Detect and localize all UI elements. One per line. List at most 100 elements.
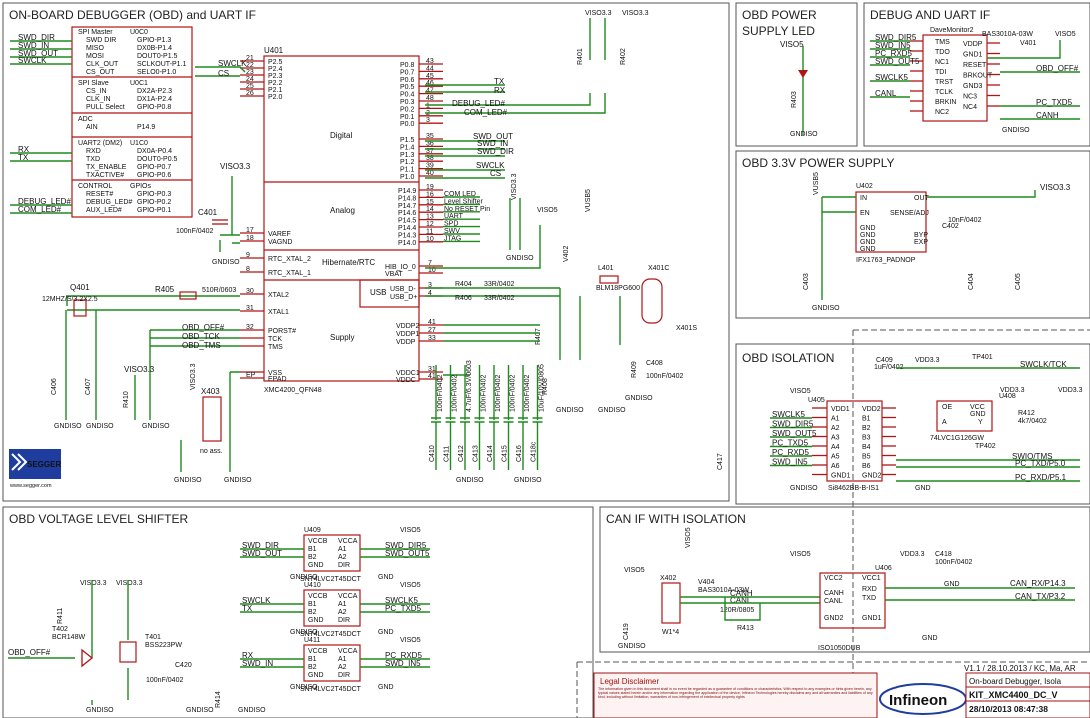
u401-right-pin-number: 3 xyxy=(426,117,430,124)
net-cs: CS xyxy=(218,69,229,78)
u401-right-pin-number: 10 xyxy=(426,236,434,243)
u401-right-pin-name: P14.0 xyxy=(398,240,416,247)
dm2-pin-name: GND1 xyxy=(963,52,983,59)
lvc-pin-name: VCCA xyxy=(338,648,358,655)
frame-debug-uart xyxy=(863,2,1090,147)
supply-cap-wire xyxy=(503,365,514,470)
dm2-pin-name: RESET xyxy=(963,62,987,69)
u405-net-label: PC_TXD5 xyxy=(772,439,809,448)
u401-right-pin-number: 46 xyxy=(426,80,434,87)
u401-left-pin-name: P2.0 xyxy=(268,94,283,101)
table-signal: CLK_IN xyxy=(86,96,111,103)
x402-ref: X402 xyxy=(660,575,676,582)
lvc-pin-name: VCCB xyxy=(308,593,328,600)
u401-right-pin-number: 3 xyxy=(428,282,432,289)
table-signal: TXACTIVE# xyxy=(86,172,124,179)
l401-ref: L401 xyxy=(598,265,614,272)
vusb5-usb: VUSB5 xyxy=(585,189,592,212)
lvc-pin-name: B1 xyxy=(308,546,317,553)
u401-left-pin-number: 18 xyxy=(246,235,254,242)
u405-pin-name: VDD1 xyxy=(831,406,850,413)
u405-pin-name: B2 xyxy=(862,425,871,432)
table-pin: DX1A-P2.4 xyxy=(137,96,172,103)
obd-off-input: OBD_OFF# xyxy=(8,648,51,657)
u401-right-pin-name: USB_D- xyxy=(390,286,416,293)
u401-left-pin-name: PORST# xyxy=(268,328,296,335)
table-pin: DX2A-P2.3 xyxy=(137,88,172,95)
gnd-iso: GND xyxy=(915,485,931,492)
u401-right-pin-name: P14.6 xyxy=(398,210,416,217)
viso33-led2: VISO3.3 xyxy=(622,10,649,17)
u405-pin-name: B3 xyxy=(862,435,871,442)
v402-ref: V402 xyxy=(563,246,570,262)
c408-ref: C408 xyxy=(646,360,663,367)
dm2-body xyxy=(922,34,988,122)
dm2-pin-name: BRKOUT xyxy=(963,73,993,80)
lvc-left-net: SWCLK xyxy=(242,596,271,605)
u402-pin-name: GND xyxy=(860,232,876,239)
v401-ref: V401 xyxy=(1020,40,1036,47)
u406-ref: U406 xyxy=(875,565,892,572)
u401-left-pin-name: TCK xyxy=(268,336,282,343)
u401-right-pin-name: P14.3 xyxy=(398,232,416,239)
u401-left-pin-name: RTC_XTAL_1 xyxy=(268,270,311,277)
l401-value: BLM18PG600 xyxy=(596,285,640,292)
can-h-net: CANH xyxy=(730,589,753,598)
u401-right-pin-number: 40 xyxy=(426,170,434,177)
u401-left-pin-name: XTAL1 xyxy=(268,309,289,316)
section-title-obd-uart: ON-BOARD DEBUGGER (OBD) and UART IF xyxy=(9,8,256,22)
gndiso-usb3: GNDISO xyxy=(625,395,653,402)
left-net-label: RX xyxy=(18,145,30,154)
c420-value: 100nF/0402 xyxy=(146,677,183,684)
lvc-viso5: VISO5 xyxy=(400,582,421,589)
u406-part: ISO1050DUB xyxy=(818,645,861,652)
c402-ref: C402 xyxy=(942,223,959,230)
isolation-barrier xyxy=(852,329,1090,718)
r406-ref: R406 xyxy=(455,295,472,302)
dm2-pin-name: NC4 xyxy=(963,104,977,111)
u402-pin-name: BYP xyxy=(914,232,928,239)
lvc-right-wire xyxy=(360,603,430,613)
table-title-adc: ADC xyxy=(78,116,93,123)
dm2-pin-name: VDDP xyxy=(963,41,983,48)
vdd33-r412: VDD3.3 xyxy=(1058,387,1083,394)
legal-title: Legal Disclaimer xyxy=(600,677,659,686)
r404-value: 33R/0402 xyxy=(484,281,514,288)
supply-cap-wire xyxy=(445,365,456,470)
supply-cap-value: 100nF/0402 xyxy=(481,375,488,412)
left-net-label: SWCLK xyxy=(18,56,47,65)
u401-right-pin-name: P0.5 xyxy=(400,84,415,91)
segger-text: SEGGER xyxy=(27,460,61,469)
net-swd-out: SWD_OUT xyxy=(473,132,513,141)
table-pin: GPIO-P0.7 xyxy=(137,164,171,171)
table-pin: GPIO-P0.3 xyxy=(137,191,171,198)
left-net-label: SWD_IN xyxy=(18,41,49,50)
usb-connector xyxy=(641,278,663,324)
gndiso-supply: GNDISO xyxy=(456,477,484,484)
lvc-pin-name: VCCA xyxy=(338,538,358,545)
dm2-net-label: SWD_OUT5 xyxy=(875,57,920,66)
lvc-pin-name: VCCB xyxy=(308,648,328,655)
r412-value: 4k7/0402 xyxy=(1018,418,1047,425)
u405-part: Si8462BB-B-IS1 xyxy=(828,485,879,492)
can-interface: X402 W1*4 V404 BAS3010A-03W VISO5 C419 G… xyxy=(618,527,1075,652)
supply-cap-wire xyxy=(532,365,543,470)
table-pin: SCLKOUT-P1.1 xyxy=(137,61,187,68)
u401-right-pin-name: P0.2 xyxy=(400,106,415,113)
u401-right-pin-number: 41 xyxy=(428,319,436,326)
u401-block-supply: Supply xyxy=(330,333,354,342)
supply-cap-ref: C418c xyxy=(531,441,538,462)
u401-right-pin-number: 10 xyxy=(428,267,436,274)
u401-body xyxy=(263,55,420,382)
gndiso-led: GNDISO xyxy=(790,131,818,138)
dm2-pin-name: TMS xyxy=(935,39,950,46)
lvc-viso5: VISO5 xyxy=(400,527,421,534)
table-pin: DOUT0-P1.5 xyxy=(137,53,178,60)
table-signal: RXD xyxy=(86,148,101,155)
legal-text: The information given in this document s… xyxy=(598,687,873,700)
lvc-part: SN74LVC2T45DCT xyxy=(300,686,362,693)
supply-cap-value: 100nF/0402 xyxy=(524,375,531,412)
table-pin: DX0A-P0.4 xyxy=(137,148,172,155)
u405-net-label: SWD_DIR5 xyxy=(772,420,814,429)
